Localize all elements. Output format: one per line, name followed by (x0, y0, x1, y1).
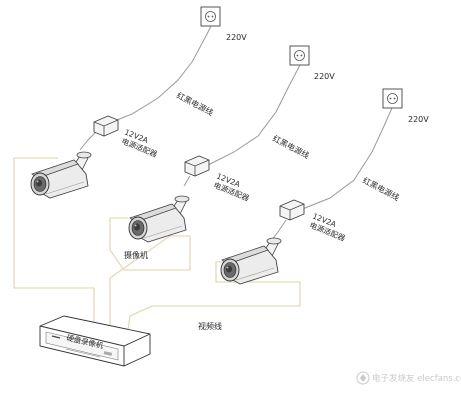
power-cable-2 (205, 64, 301, 167)
cable-label-1: 红黑电源线 (175, 90, 215, 118)
camera-2 (128, 195, 190, 243)
cable-label-3: 红黑电源线 (361, 175, 401, 203)
wall-outlet-1 (200, 6, 221, 27)
wall-outlet-2 (289, 45, 310, 66)
voltage-label-2: 220V (314, 72, 335, 81)
power-adapter-2 (184, 155, 210, 177)
camera-label: 摄像机 (124, 250, 148, 260)
power-cables (79, 25, 393, 243)
video-cable-2 (109, 217, 191, 330)
voltage-label-1: 220V (226, 33, 247, 42)
power-cable-3 (299, 107, 393, 211)
camera-1 (30, 151, 92, 199)
video-cable-3 (127, 261, 301, 331)
watermark: 电子发烧友 elecfans.com (356, 371, 461, 385)
power-cable-1 (111, 25, 212, 123)
camera-3 (220, 237, 282, 285)
wall-outlet-3 (382, 88, 403, 109)
voltage-label-3: 220V (408, 115, 429, 124)
dc-cable-2 (183, 175, 191, 187)
cable-label-2: 红黑电源线 (271, 133, 311, 161)
power-adapter-1 (93, 115, 119, 137)
video-cable-label: 视频线 (198, 321, 222, 331)
power-adapter-3 (279, 199, 305, 221)
watermark-text: 电子发烧友 elecfans.com (372, 373, 461, 384)
dvr-box (39, 315, 151, 367)
video-cable-1 (13, 157, 95, 330)
dc-cable-1 (79, 129, 99, 151)
video-cables (13, 157, 301, 331)
